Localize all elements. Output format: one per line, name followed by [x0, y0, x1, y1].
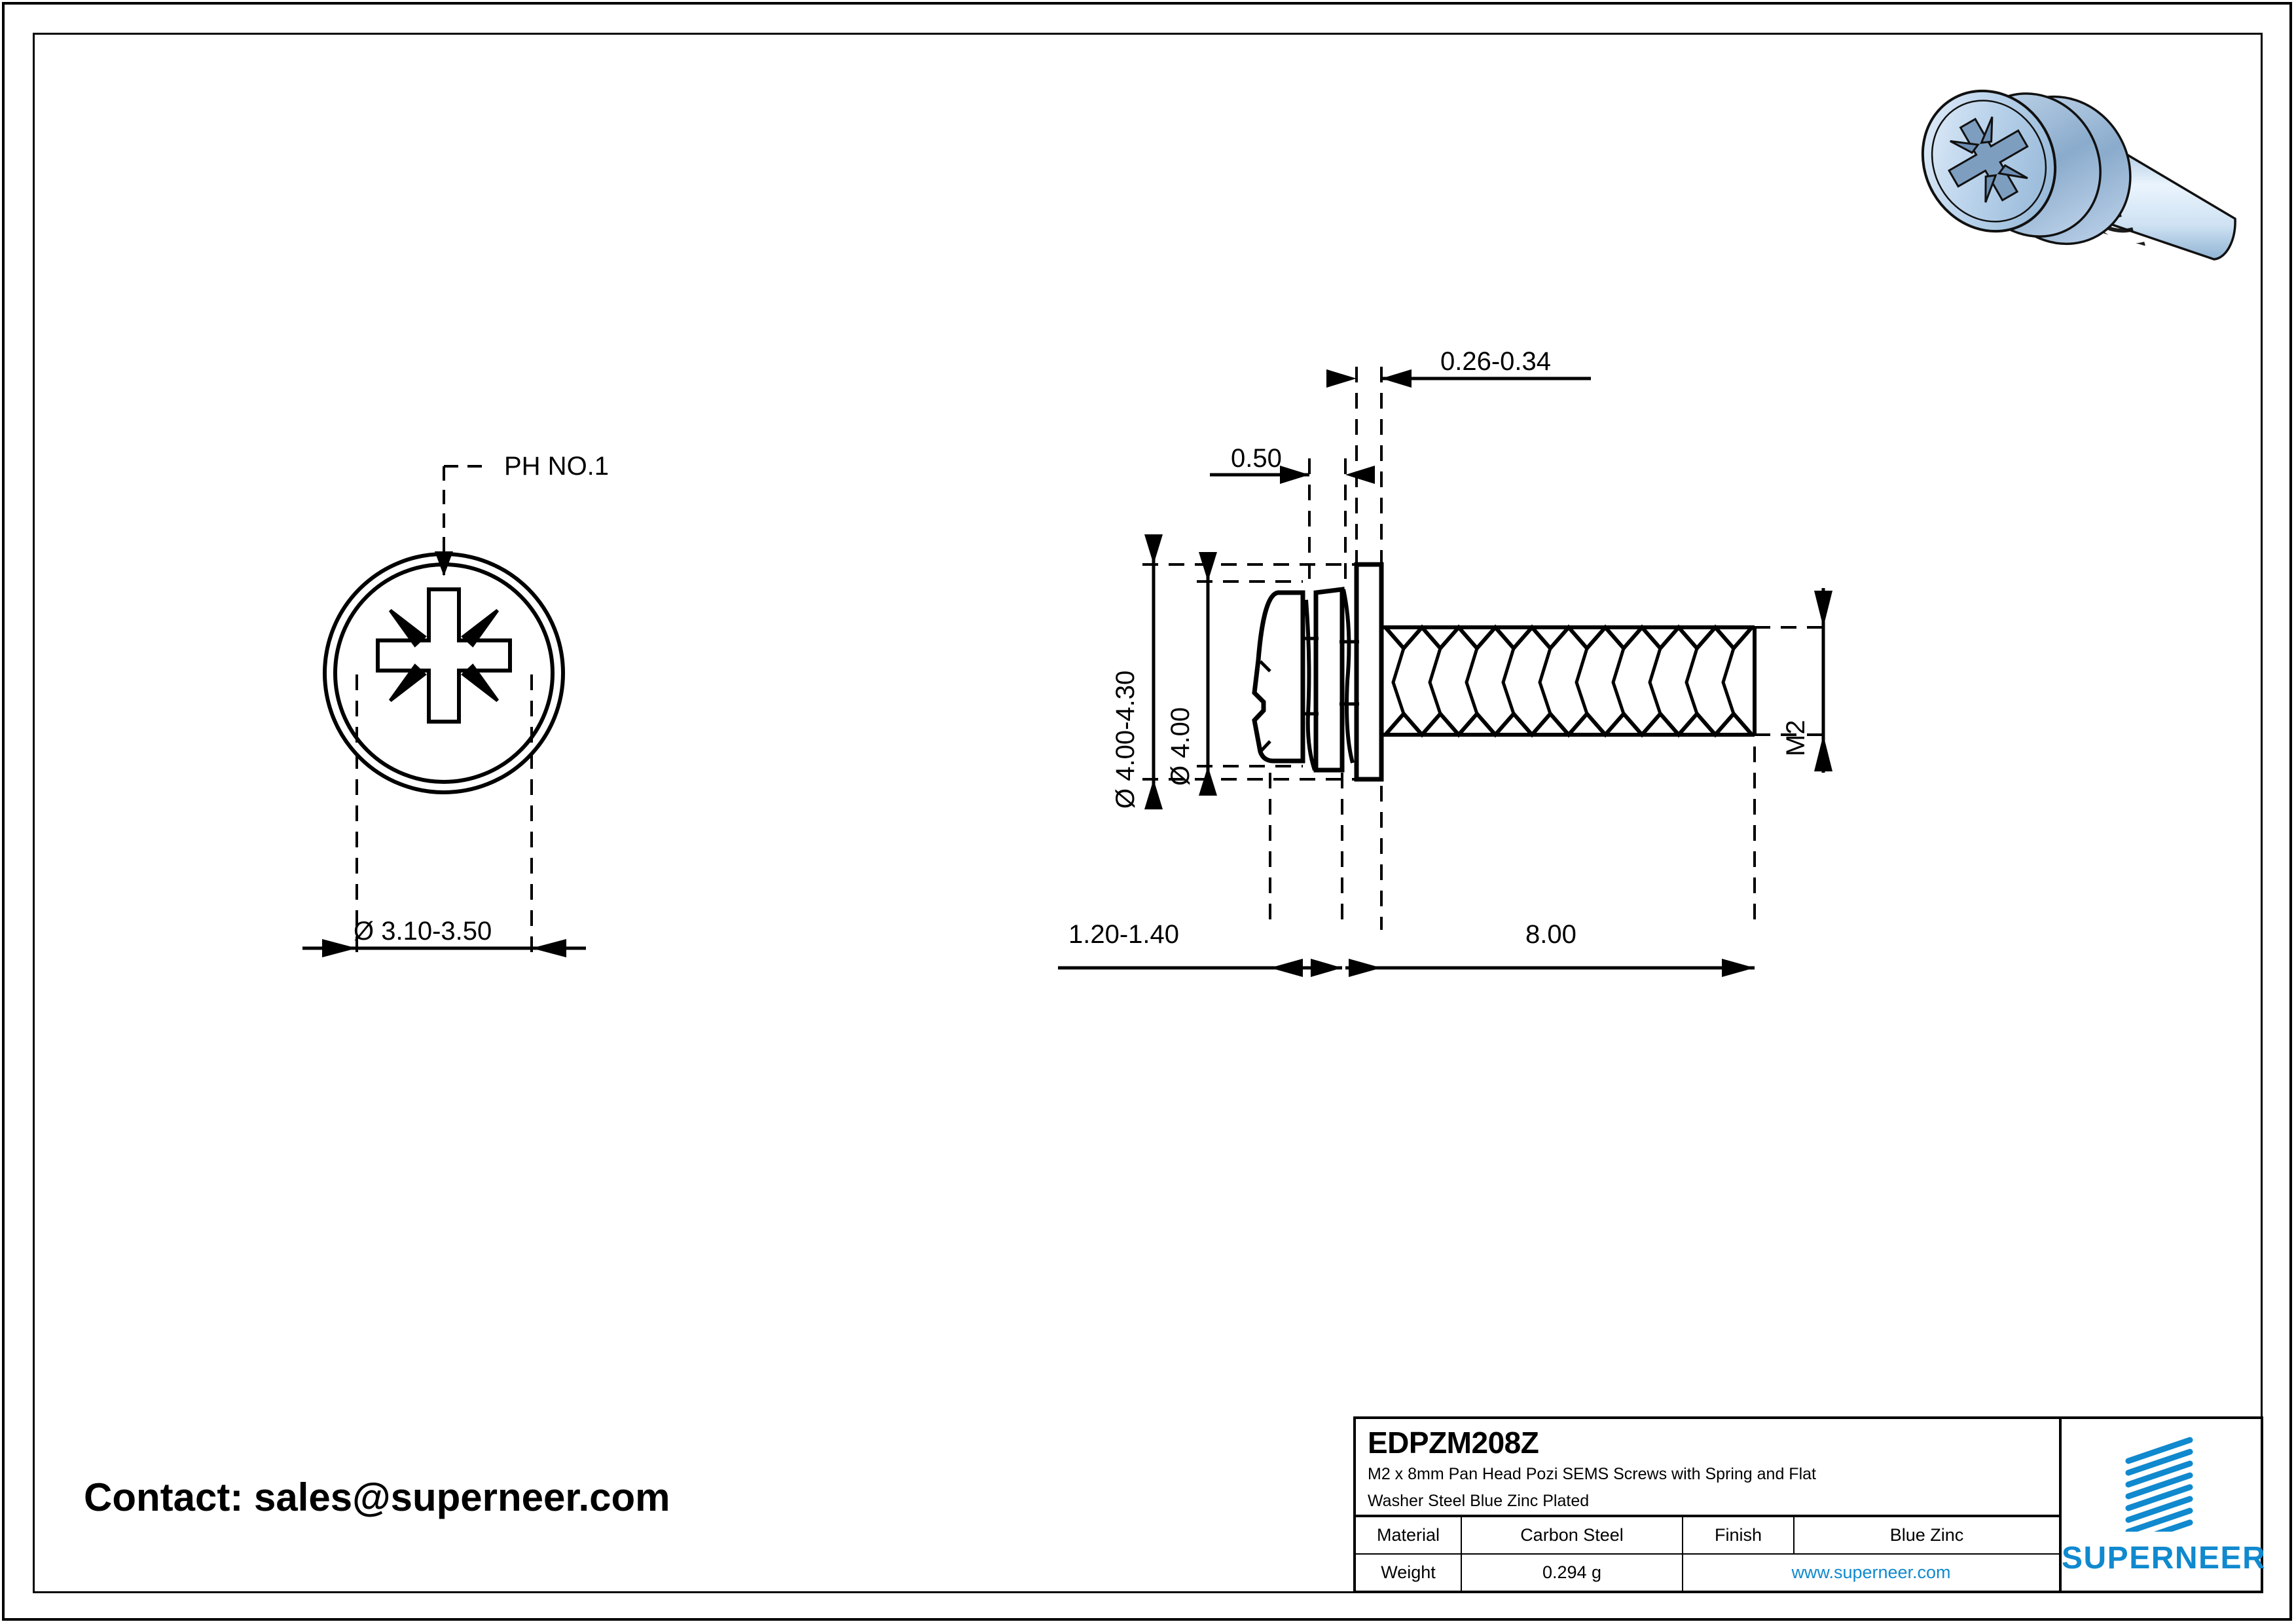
title-block-info: EDPZM208Z M2 x 8mm Pan Head Pozi SEMS Sc… [1356, 1419, 2062, 1591]
part-description-line-1: M2 x 8mm Pan Head Pozi SEMS Screws with … [1368, 1465, 1816, 1484]
finish-value: Blue Zinc [1889, 1525, 1964, 1545]
title-block: EDPZM208Z M2 x 8mm Pan Head Pozi SEMS Sc… [1353, 1416, 2267, 1593]
finish-label: Finish [1683, 1517, 1795, 1553]
brand-name: SUPERNEER [2062, 1541, 2267, 1576]
title-block-row-weight: Weight 0.294 g www.superneer.com [1356, 1555, 2059, 1591]
title-block-brand: SUPERNEER [2062, 1419, 2267, 1591]
washer-od-label: Ø 4.00-4.30 [1111, 670, 1140, 809]
material-label: Material [1356, 1517, 1462, 1553]
head-height-label: 1.20-1.40 [1068, 920, 1180, 949]
thread-size-label: M2 [1781, 720, 1810, 756]
spring-washer-thickness-label: 0.50 [1231, 444, 1282, 473]
thread-length-label: 8.00 [1525, 920, 1576, 949]
flat-washer-thickness-label: 0.26-0.34 [1440, 347, 1552, 376]
title-block-description: EDPZM208Z M2 x 8mm Pan Head Pozi SEMS Sc… [1356, 1419, 2059, 1517]
contact-text: Contact: sales@superneer.com [84, 1475, 670, 1519]
head-diameter-label: Ø 4.00 [1166, 707, 1195, 786]
website-url[interactable]: www.superneer.com [1791, 1562, 1951, 1582]
drive-callout-label: PH NO.1 [504, 452, 610, 481]
isometric-screw-render [1921, 89, 2236, 266]
drawing-frame-inner [33, 33, 2263, 1593]
weight-value: 0.294 g [1462, 1555, 1683, 1591]
part-description-line-2: Washer Steel Blue Zinc Plated [1368, 1492, 1590, 1511]
part-number: EDPZM208Z [1368, 1426, 1539, 1460]
weight-label: Weight [1356, 1555, 1462, 1591]
material-value: Carbon Steel [1462, 1517, 1683, 1553]
recess-diameter-label: Ø 3.10-3.50 [354, 917, 492, 946]
superneer-logo-icon [2125, 1437, 2193, 1532]
title-block-row-material: Material Carbon Steel Finish Blue Zinc [1356, 1517, 2059, 1555]
